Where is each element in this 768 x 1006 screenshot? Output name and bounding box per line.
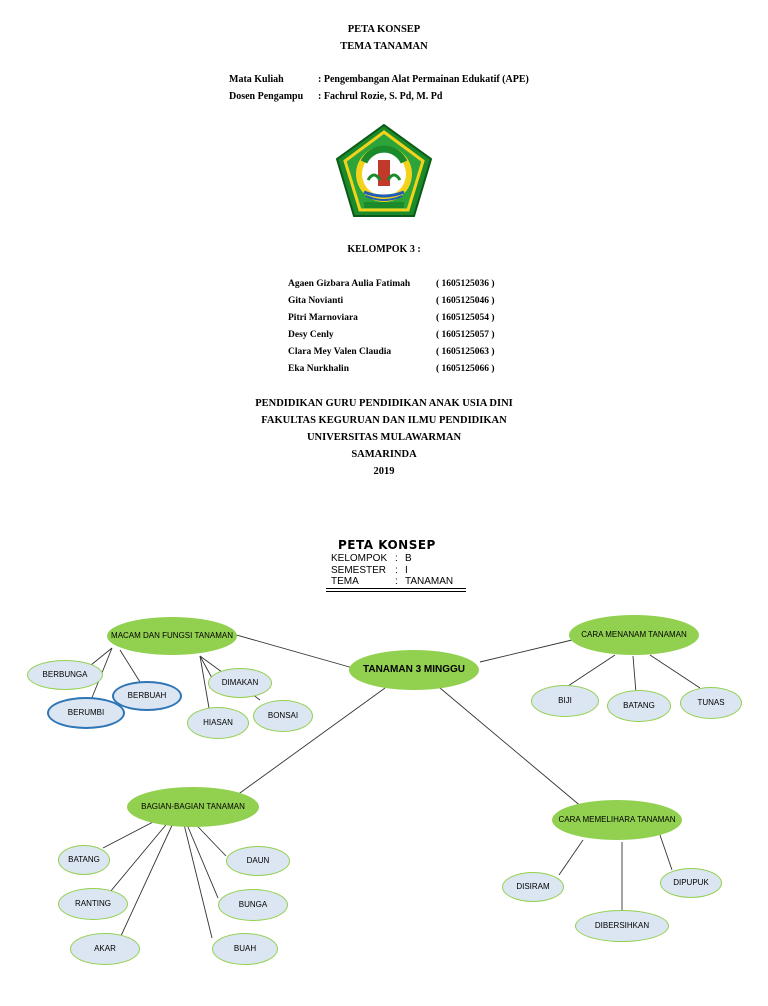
leaf-dipupuk: DIPUPUK (660, 868, 722, 898)
leaf-dimakan: DIMAKAN (208, 668, 272, 698)
meta-underline (326, 591, 466, 592)
member-name: Pitri Marnoviara (288, 313, 358, 323)
course-label: Mata Kuliah (229, 74, 284, 85)
connector-line (179, 807, 213, 939)
institution-line: SAMARINDA (351, 449, 417, 460)
member-name: Gita Novianti (288, 296, 344, 306)
concept-map-title: PETA KONSEP (338, 538, 436, 552)
leaf-hiasan: HIASAN (187, 707, 249, 739)
leaf-berumbi: BERUMBI (47, 697, 125, 729)
connector-line (232, 687, 386, 799)
branch-cara-menanam: CARA MENANAM TANAMAN (569, 615, 699, 655)
meta-underline (326, 588, 466, 589)
meta-label: KELOMPOK (331, 553, 388, 564)
leaf-batang: BATANG (607, 690, 671, 722)
member-id: ( 1605125036 ) (436, 279, 495, 289)
meta-sep: : (395, 576, 398, 587)
connector-line (632, 655, 637, 694)
member-name: Agaen Gizbara Aulia Fatimah (288, 279, 411, 289)
central-node: TANAMAN 3 MINGGU (349, 650, 479, 690)
branch-cara-memelihara: CARA MEMELIHARA TANAMAN (552, 800, 682, 840)
branch-macam: MACAM DAN FUNGSI TANAMAN (107, 617, 237, 655)
meta-sep: : (395, 565, 398, 576)
connector-line (649, 654, 701, 689)
member-name: Clara Mey Valen Claudia (288, 347, 392, 357)
connector-line (119, 649, 141, 683)
meta-value: TANAMAN (405, 576, 454, 587)
institution-line: FAKULTAS KEGURUAN DAN ILMU PENDIDIKAN (261, 415, 507, 426)
cover-title: PETA KONSEP (347, 24, 421, 35)
member-id: ( 1605125063 ) (436, 347, 495, 357)
member-id: ( 1605125046 ) (436, 296, 495, 306)
leaf-dibersihkan: DIBERSIHKAN (575, 910, 669, 942)
connector-line (659, 834, 673, 871)
connector-line (199, 655, 213, 679)
connector-line (564, 654, 616, 689)
connector-line (479, 639, 573, 663)
leaf-daun: DAUN (226, 846, 290, 876)
member-id: ( 1605125054 ) (436, 313, 495, 323)
leaf-ranting: RANTING (58, 888, 128, 920)
connector-line (558, 839, 584, 876)
meta-value: I (405, 565, 408, 576)
leaf-disiram: DISIRAM (502, 872, 564, 902)
member-id: ( 1605125057 ) (436, 330, 495, 340)
meta-label: SEMESTER (331, 565, 387, 576)
leaf-bonsai: BONSAI (253, 700, 313, 732)
leaf-bunga: BUNGA (218, 889, 288, 921)
leaf-biji: BIJI (531, 685, 599, 717)
leaf-batang: BATANG (58, 845, 110, 875)
leaf-tunas: TUNAS (680, 687, 742, 719)
course-value: : Pengembangan Alat Permainan Edukatif (… (318, 74, 529, 85)
member-name: Eka Nurkhalin (288, 364, 349, 374)
meta-value: B (405, 553, 412, 564)
meta-label: TEMA (331, 576, 359, 587)
leaf-buah: BUAH (212, 933, 278, 965)
meta-sep: : (395, 553, 398, 564)
university-logo (335, 123, 433, 217)
lecturer-value: : Fachrul Rozie, S. Pd, M. Pd (318, 91, 443, 102)
connector-line (439, 687, 584, 809)
leaf-berbunga: BERBUNGA (27, 660, 103, 690)
member-id: ( 1605125066 ) (436, 364, 495, 374)
institution-line: UNIVERSITAS MULAWARMAN (306, 432, 462, 443)
connector-line (119, 807, 181, 939)
leaf-berbuah: BERBUAH (112, 681, 182, 711)
institution-line: 2019 (373, 466, 395, 477)
cover-subtitle: TEMA TANAMAN (340, 41, 428, 52)
institution-line: PENDIDIKAN GURU PENDIDIKAN ANAK USIA DIN… (255, 398, 513, 409)
leaf-akar: AKAR (70, 933, 140, 965)
branch-bagian: BAGIAN-BAGIAN TANAMAN (127, 787, 259, 827)
group-title: KELOMPOK 3 : (347, 244, 421, 255)
member-name: Desy Cenly (288, 330, 334, 340)
connector-line (199, 655, 210, 709)
connector-line (232, 633, 354, 669)
lecturer-label: Dosen Pengampu (229, 91, 304, 102)
